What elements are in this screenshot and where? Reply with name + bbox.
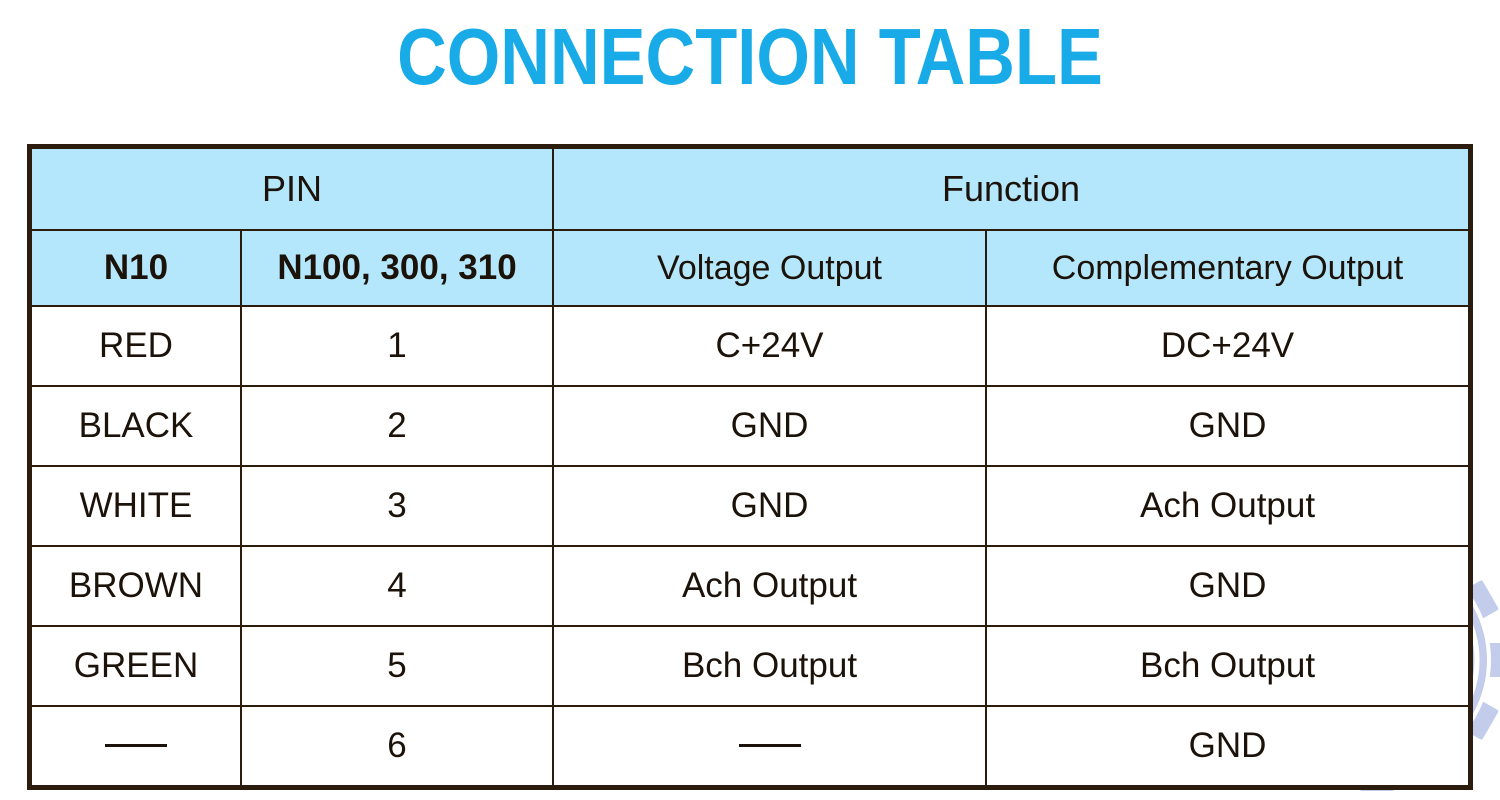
table-row: BLACK 2 GND GND [30, 385, 1471, 467]
header-function-group: Function [552, 147, 1471, 231]
header-col-complementary-output: Complementary Output [985, 229, 1471, 307]
header-pin-group: PIN [29, 147, 555, 231]
cell-wire: RED [30, 305, 242, 387]
cell-wire: WHITE [30, 465, 242, 547]
cell-voltage-output: C+24V [552, 305, 988, 387]
cell-wire: BLACK [30, 385, 242, 467]
em-dash-placeholder [738, 744, 801, 748]
cell-wire: GREEN [30, 625, 242, 707]
cell-voltage-output-empty [552, 705, 988, 787]
cell-pin: 5 [239, 625, 555, 707]
cell-pin: 6 [239, 705, 555, 787]
cell-voltage-output: GND [552, 465, 988, 547]
cell-voltage-output: Ach Output [552, 545, 988, 627]
header-col-n10: N10 [30, 229, 242, 307]
cell-complementary-output: Bch Output [985, 625, 1471, 707]
cell-complementary-output: GND [985, 385, 1471, 467]
table-header-sub-row: N10 N100, 300, 310 Voltage Output Comple… [30, 229, 1471, 307]
table-header-group-row: PIN Function [29, 147, 1471, 231]
cell-pin: 3 [239, 465, 555, 547]
cell-complementary-output: GND [985, 545, 1471, 627]
table-row: WHITE 3 GND Ach Output [30, 465, 1471, 547]
connection-table-grid: PIN Function N10 N100, 300, 310 Voltage … [26, 144, 1474, 790]
connection-table: PIN Function N10 N100, 300, 310 Voltage … [26, 144, 1474, 790]
cell-complementary-output: Ach Output [985, 465, 1471, 547]
cell-voltage-output: GND [552, 385, 988, 467]
cell-complementary-output: GND [985, 705, 1471, 787]
header-col-voltage-output: Voltage Output [552, 229, 988, 307]
cell-voltage-output: Bch Output [552, 625, 988, 707]
header-col-n100-300-310: N100, 300, 310 [239, 229, 555, 307]
em-dash-placeholder [105, 744, 167, 748]
table-row: RED 1 C+24V DC+24V [30, 305, 1471, 387]
cell-pin: 1 [239, 305, 555, 387]
cell-pin: 2 [239, 385, 555, 467]
table-row: GREEN 5 Bch Output Bch Output [30, 625, 1471, 707]
table-row: BROWN 4 Ach Output GND [30, 545, 1471, 627]
table-row: 6 GND [30, 705, 1471, 787]
cell-wire: BROWN [30, 545, 242, 627]
page-title: CONNECTION TABLE [397, 12, 1103, 101]
cell-pin: 4 [239, 545, 555, 627]
cell-wire-empty [30, 705, 242, 787]
cell-complementary-output: DC+24V [985, 305, 1471, 387]
